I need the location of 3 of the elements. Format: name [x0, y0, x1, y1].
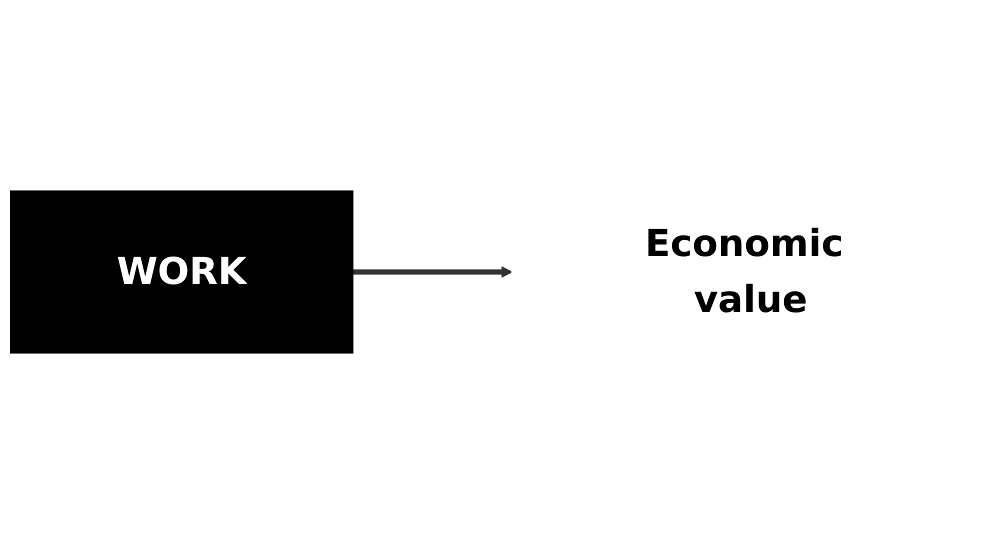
arrow [352, 266, 512, 278]
node-text: Economic value [645, 222, 844, 322]
node-box: WORK [10, 190, 354, 354]
